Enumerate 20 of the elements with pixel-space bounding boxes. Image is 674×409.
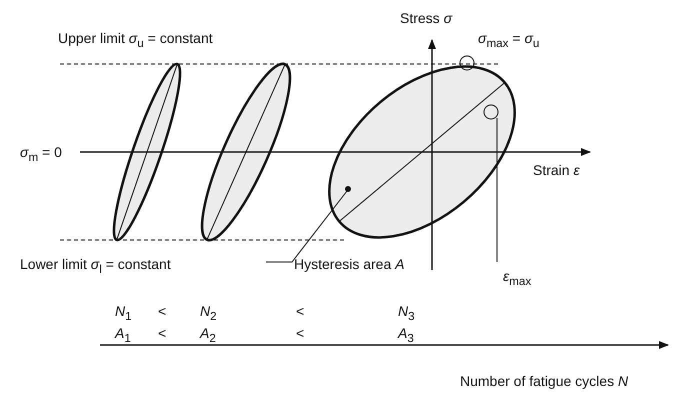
cycle-relation: < <box>296 325 304 341</box>
axis-label: Strain ε <box>533 162 580 178</box>
axis-label: σ$_{max}$ = σ$_{u}$ <box>478 30 540 52</box>
axis-label: ε$_{max}$ <box>503 268 532 290</box>
axis-label: Stress σ <box>400 10 452 26</box>
cycle-relation: < <box>158 325 166 341</box>
cycle-relation: A$_{3}$ <box>398 325 414 347</box>
cycle-relation: A$_{1}$ <box>115 325 131 347</box>
axis-label: Number of fatigue cycles N <box>460 373 628 389</box>
cycle-relation: N$_{2}$ <box>200 303 217 325</box>
leader-line <box>266 190 348 262</box>
callout-text: Hysteresis area A <box>294 256 404 272</box>
axis-label: σ$_{m}$ = 0 <box>20 144 62 166</box>
cycle-relation: N$_{1}$ <box>115 303 132 325</box>
axis-label: Upper limit σ$_{u}$ = constant <box>58 30 213 52</box>
cycle-relation: N$_{3}$ <box>398 303 415 325</box>
cycle-relation: A$_{2}$ <box>200 325 216 347</box>
cycle-relation: < <box>158 303 166 319</box>
axis-label: Lower limit σ$_{l}$ = constant <box>20 256 171 278</box>
cycle-relation: < <box>296 303 304 319</box>
